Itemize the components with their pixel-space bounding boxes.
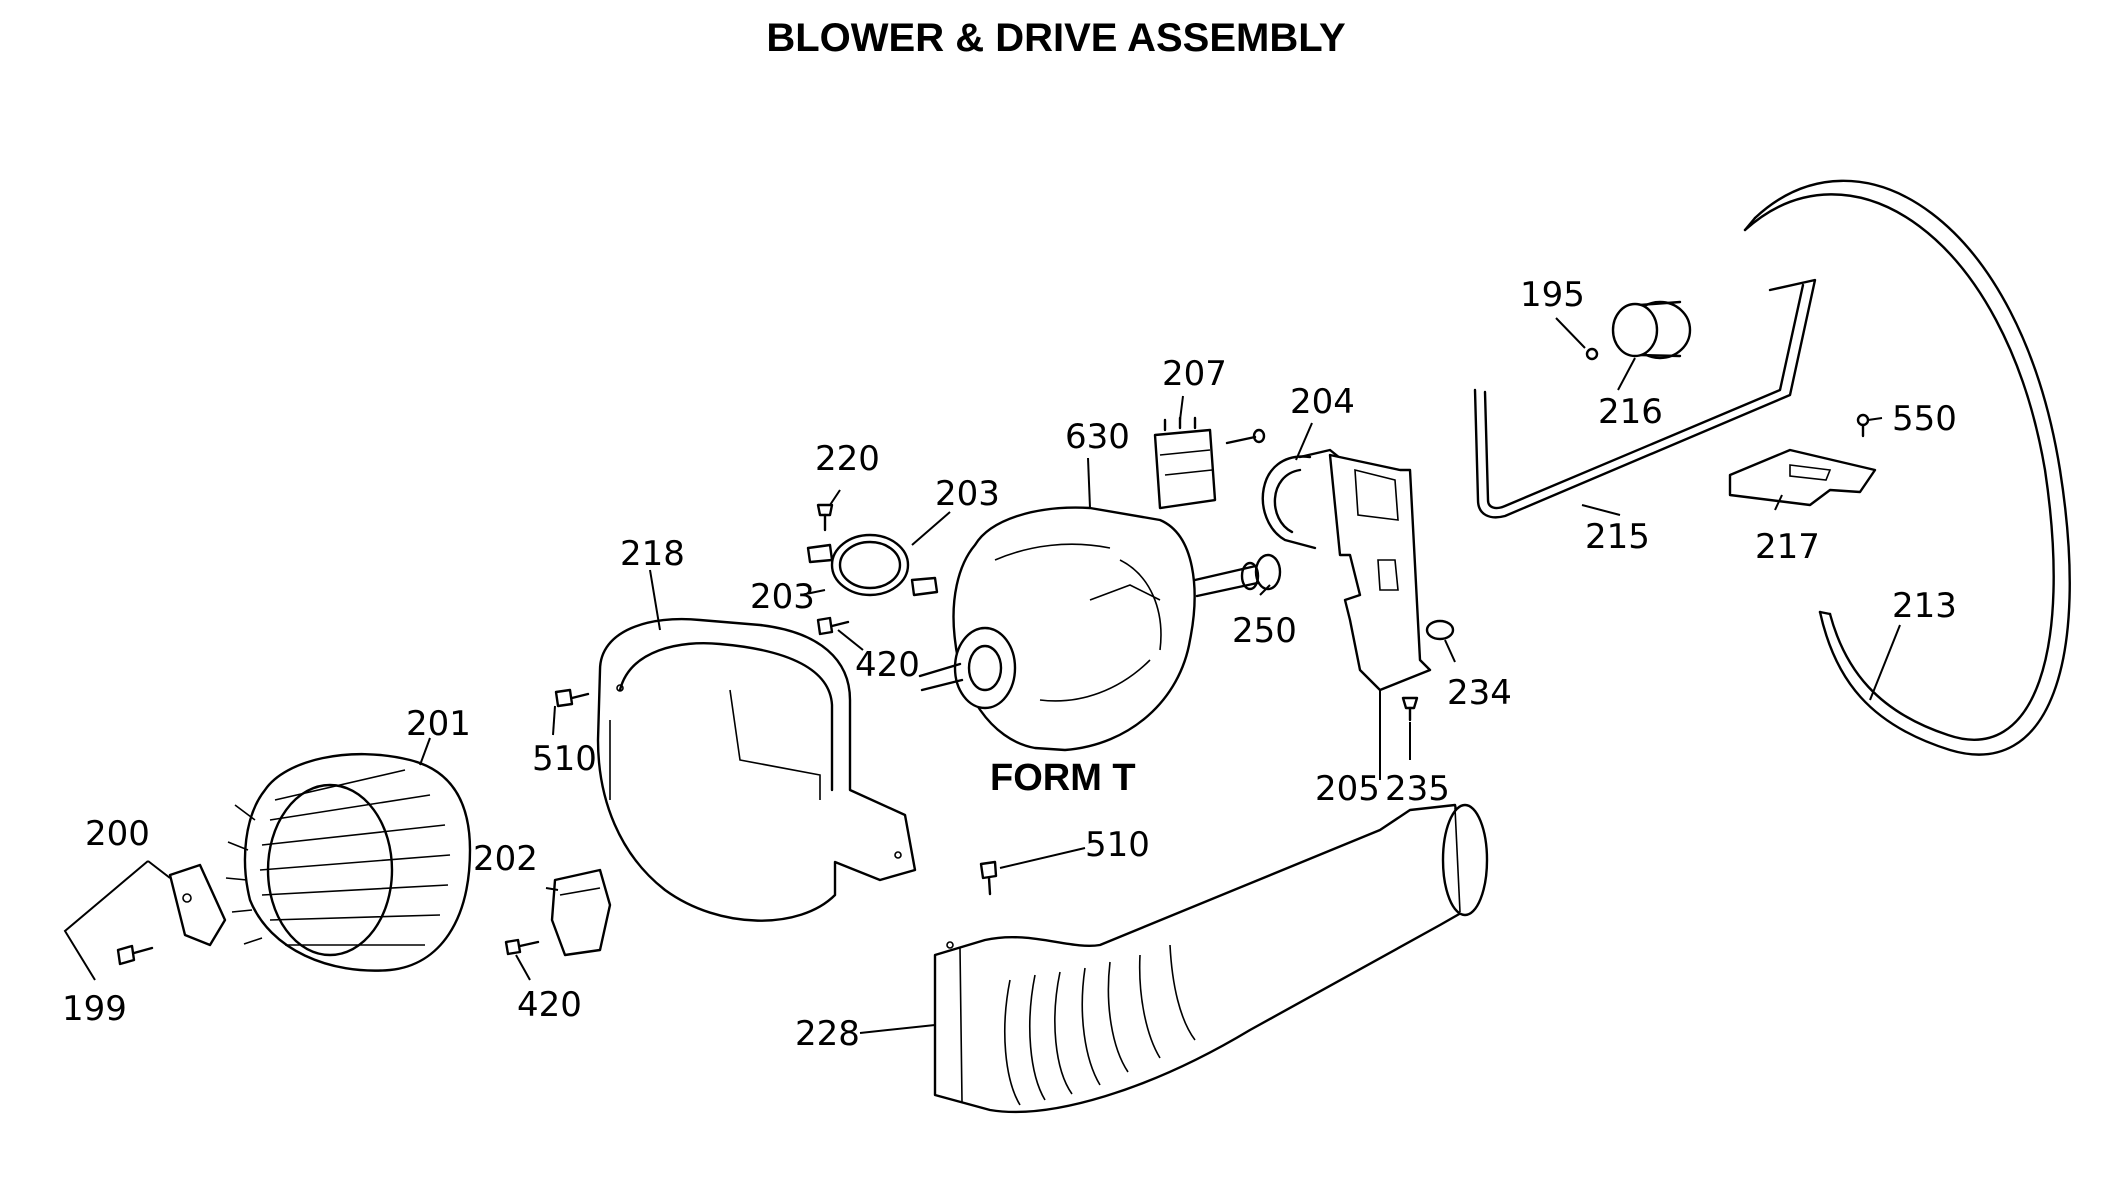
callout-218: 218 [620, 534, 685, 574]
callout-510-center: 510 [1085, 825, 1150, 865]
part-630-motor [918, 506, 1282, 752]
part-510-screw-left [554, 688, 590, 708]
part-199-bolt [116, 944, 154, 966]
callout-250: 250 [1232, 611, 1297, 651]
part-207-screw [1225, 428, 1266, 445]
part-205-bracket [1328, 453, 1432, 692]
callout-201: 201 [406, 704, 471, 744]
callout-200: 200 [85, 814, 150, 854]
part-218-blower-housing [596, 617, 917, 922]
callout-204: 204 [1290, 382, 1355, 422]
callout-510-left: 510 [532, 739, 597, 779]
part-234-grommet [1425, 619, 1455, 641]
part-216-roller [1611, 300, 1692, 360]
part-550-screw [1856, 413, 1870, 438]
callout-203-lower: 203 [750, 577, 815, 617]
part-228-duct [933, 803, 1489, 1114]
callout-420-upper: 420 [855, 645, 920, 685]
callout-220: 220 [815, 439, 880, 479]
part-207-switch [1153, 416, 1217, 510]
callout-217: 217 [1755, 527, 1820, 567]
part-202-baffle [550, 868, 612, 957]
part-235-screw [1401, 696, 1419, 722]
callout-213: 213 [1892, 586, 1957, 626]
part-201-blower-wheel [225, 753, 472, 972]
part-420-screw-lower [504, 938, 540, 956]
callout-203-upper: 203 [935, 474, 1000, 514]
callout-207: 207 [1162, 354, 1227, 394]
part-215-wire-rod [1473, 278, 1817, 519]
callout-215: 215 [1585, 517, 1650, 557]
callout-235: 235 [1385, 769, 1450, 809]
callout-234: 234 [1447, 673, 1512, 713]
part-200-bracket [168, 863, 227, 947]
callout-202: 202 [473, 839, 538, 879]
part-213-drum-ring [1743, 179, 2071, 756]
part-195-washer [1585, 347, 1599, 361]
callout-228: 228 [795, 1014, 860, 1054]
form-label: FORM T [990, 757, 1136, 799]
part-217-plate [1728, 448, 1877, 507]
part-420-screw-upper [816, 616, 850, 636]
callout-195: 195 [1520, 275, 1585, 315]
part-220-screw [816, 503, 834, 532]
callout-550: 550 [1892, 399, 1957, 439]
diagram-title: BLOWER & DRIVE ASSEMBLY [766, 16, 1346, 60]
callout-420-lower: 420 [517, 985, 582, 1025]
leader-lines [63, 317, 1901, 1034]
part-510-screw-center [979, 860, 998, 896]
callout-199: 199 [62, 989, 127, 1029]
callout-205: 205 [1315, 769, 1380, 809]
callout-630: 630 [1065, 417, 1130, 457]
part-203-clamp-ring [806, 533, 939, 597]
callout-216: 216 [1598, 392, 1663, 432]
